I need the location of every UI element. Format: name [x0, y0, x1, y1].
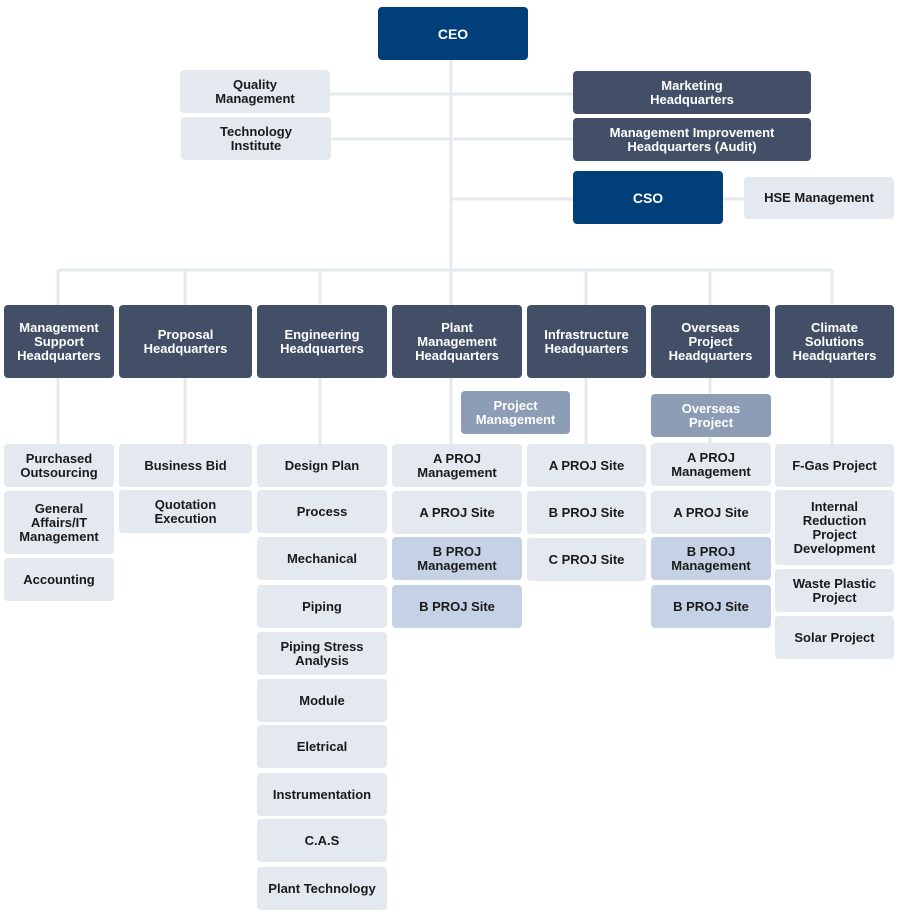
- item-plant-b-proj-management: B PROJ Management: [392, 537, 522, 580]
- item-internal-reduction: Internal Reduction Project Development: [775, 490, 894, 565]
- sub-header-project-management: Project Management: [461, 391, 570, 434]
- item-overseas-b-proj-site: B PROJ Site: [651, 585, 771, 628]
- hse-management-box: HSE Management: [744, 177, 894, 219]
- item-plant-b-proj-site: B PROJ Site: [392, 585, 522, 628]
- item-plant-technology: Plant Technology: [257, 867, 387, 910]
- item-module: Module: [257, 679, 387, 722]
- item-overseas-a-proj-site: A PROJ Site: [651, 491, 771, 534]
- item-waste-plastic: Waste Plastic Project: [775, 569, 894, 612]
- item-infra-b-proj-site: B PROJ Site: [527, 491, 646, 534]
- hq-overseas-project: Overseas Project Headquarters: [651, 305, 770, 378]
- item-infra-c-proj-site: C PROJ Site: [527, 538, 646, 581]
- item-general-affairs-it: General Affairs/IT Management: [4, 491, 114, 554]
- item-piping-stress-analysis: Piping Stress Analysis: [257, 632, 387, 675]
- item-business-bid: Business Bid: [119, 444, 252, 487]
- hq-engineering: Engineering Headquarters: [257, 305, 387, 378]
- cso-box: CSO: [573, 171, 723, 224]
- technology-institute-box: Technology Institute: [181, 117, 331, 160]
- item-accounting: Accounting: [4, 558, 114, 601]
- item-plant-a-proj-management: A PROJ Management: [392, 444, 522, 487]
- hq-climate-solutions: Climate Solutions Headquarters: [775, 305, 894, 378]
- item-overseas-b-proj-management: B PROJ Management: [651, 537, 771, 580]
- item-piping: Piping: [257, 585, 387, 628]
- ceo-box: CEO: [378, 7, 528, 60]
- item-eletrical: Eletrical: [257, 725, 387, 768]
- item-process: Process: [257, 490, 387, 533]
- item-plant-a-proj-site: A PROJ Site: [392, 491, 522, 534]
- item-f-gas-project: F-Gas Project: [775, 444, 894, 487]
- item-design-plan: Design Plan: [257, 444, 387, 487]
- item-mechanical: Mechanical: [257, 537, 387, 580]
- item-infra-a-proj-site: A PROJ Site: [527, 444, 646, 487]
- item-solar-project: Solar Project: [775, 616, 894, 659]
- quality-management-box: Quality Management: [180, 70, 330, 113]
- hq-proposal: Proposal Headquarters: [119, 305, 252, 378]
- item-cas: C.A.S: [257, 819, 387, 862]
- item-overseas-a-proj-management: A PROJ Management: [651, 443, 771, 486]
- item-purchased-outsourcing: Purchased Outsourcing: [4, 444, 114, 487]
- marketing-hq-box: Marketing Headquarters: [573, 71, 811, 114]
- management-improvement-hq-box: Management Improvement Headquarters (Aud…: [573, 118, 811, 161]
- hq-management-support: Management Support Headquarters: [4, 305, 114, 378]
- item-instrumentation: Instrumentation: [257, 773, 387, 816]
- hq-infrastructure: Infrastructure Headquarters: [527, 305, 646, 378]
- item-quotation-execution: Quotation Execution: [119, 490, 252, 533]
- hq-plant-management: Plant Management Headquarters: [392, 305, 522, 378]
- sub-header-overseas-project: Overseas Project: [651, 394, 771, 437]
